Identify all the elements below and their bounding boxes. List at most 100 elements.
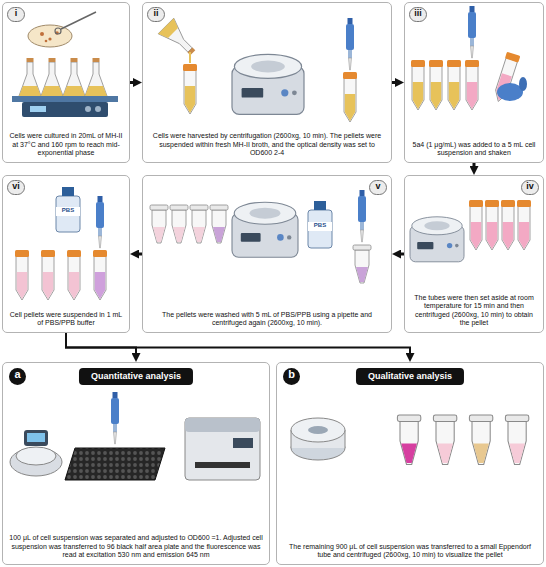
step-description: Cell pellets were suspended in 1 mL of P… bbox=[8, 311, 124, 328]
flow-arrow bbox=[392, 81, 400, 84]
illustration-part bbox=[397, 415, 420, 464]
illustration-part bbox=[232, 202, 298, 257]
illustration-part bbox=[346, 18, 354, 70]
step-description: The pellets were washed with 5 mL of PBS… bbox=[148, 311, 386, 328]
step-panel: iiCells were harvested by centrifugation… bbox=[142, 2, 392, 163]
illustration-part bbox=[210, 205, 228, 243]
analysis-panel: bQualitative analysisThe remaining 900 μ… bbox=[276, 362, 544, 565]
illustration-part bbox=[343, 72, 357, 122]
illustration-part bbox=[505, 415, 528, 464]
step-description: The remaining 900 μL of cell suspension … bbox=[282, 543, 538, 560]
step-number: iv bbox=[521, 180, 539, 195]
illustration-part bbox=[16, 447, 56, 465]
illustration-part bbox=[497, 83, 523, 101]
step-number: iii bbox=[409, 7, 427, 22]
quantitative-scene bbox=[10, 392, 260, 480]
culture-scene bbox=[12, 12, 118, 117]
illustration-part bbox=[41, 58, 63, 96]
illustration-part bbox=[505, 415, 528, 464]
flow-arrow bbox=[66, 333, 136, 358]
incubation-scene bbox=[410, 200, 531, 262]
step-panel: vThe pellets were washed with 5 mL of PB… bbox=[142, 175, 392, 333]
staining-scene bbox=[411, 6, 527, 110]
illustration-part bbox=[96, 196, 104, 248]
illustration-part bbox=[61, 12, 96, 29]
illustration-part bbox=[85, 58, 107, 96]
analysis-panel: a Quantitative analysis 100 μL of cell sus… bbox=[2, 362, 270, 565]
illustration-part bbox=[429, 60, 443, 110]
step-description: Cells were harvested by centrifugation (… bbox=[148, 132, 386, 158]
illustration-part bbox=[95, 106, 101, 112]
illustration-part bbox=[30, 106, 46, 112]
illustration-part bbox=[397, 415, 420, 464]
illustration-part bbox=[27, 433, 45, 442]
illustration-part bbox=[517, 200, 531, 250]
step-panel: ivThe tubes were then set aside at room … bbox=[404, 175, 544, 333]
step-description: Cells were cultured in 20mL of MH-II at … bbox=[8, 132, 124, 158]
analysis-heading: Quantitative analysis bbox=[79, 368, 193, 385]
illustration-part bbox=[63, 58, 85, 96]
illustration-part bbox=[190, 205, 208, 243]
analysis-letter: b bbox=[283, 368, 300, 385]
flow-arrow bbox=[135, 253, 143, 256]
illustration-part bbox=[233, 438, 253, 448]
illustration-part bbox=[183, 64, 197, 114]
illustration-part bbox=[353, 245, 371, 283]
step-panel: viCell pellets were suspended in 1 mL of… bbox=[2, 175, 130, 333]
step-description: 5a4 (1 μg/mL) was added to a 5 mL cell s… bbox=[410, 141, 538, 158]
illustration-part bbox=[170, 205, 188, 243]
illustration-part bbox=[291, 418, 345, 442]
bottle-label: PBS bbox=[56, 207, 80, 216]
illustration-part bbox=[48, 37, 51, 40]
illustration-part bbox=[67, 250, 81, 300]
flow-arrow bbox=[473, 163, 476, 171]
illustration-part bbox=[19, 58, 41, 96]
step-number: i bbox=[7, 7, 25, 22]
flow-arrow bbox=[130, 81, 138, 84]
illustration-part bbox=[433, 415, 456, 464]
illustration-part bbox=[469, 415, 492, 464]
illustration-part bbox=[411, 60, 425, 110]
step-panel: iCells were cultured in 20mL of MH-II at… bbox=[2, 2, 130, 163]
illustration-part bbox=[28, 25, 72, 47]
illustration-part bbox=[41, 250, 55, 300]
illustration-part bbox=[10, 448, 62, 476]
illustration-part bbox=[93, 250, 107, 300]
illustration-part bbox=[469, 415, 492, 464]
step-number: vi bbox=[7, 180, 25, 195]
illustration-part bbox=[519, 77, 527, 91]
step-description: 100 μL of cell suspension was separated … bbox=[8, 534, 264, 560]
illustration-part bbox=[410, 217, 464, 262]
illustration-part bbox=[62, 187, 74, 196]
illustration-part bbox=[189, 52, 191, 63]
illustration-part bbox=[447, 60, 461, 110]
analysis-letter: a bbox=[9, 368, 26, 385]
illustration-part bbox=[111, 392, 119, 444]
illustration-part bbox=[308, 210, 332, 248]
illustration-part bbox=[469, 200, 483, 250]
illustration-part bbox=[22, 102, 108, 117]
step-panel: iii 5a4 (1 μg/mL) was added to a 5 mL cel… bbox=[404, 2, 544, 163]
illustration-part bbox=[501, 200, 515, 250]
illustration-part bbox=[185, 418, 260, 480]
illustration-part bbox=[65, 448, 165, 480]
bottle-label: PBS bbox=[308, 222, 332, 231]
illustration-part bbox=[55, 28, 61, 34]
illustration-part bbox=[232, 202, 298, 257]
illustration-part bbox=[308, 426, 328, 434]
illustration-part bbox=[314, 201, 326, 210]
resuspend-scene bbox=[15, 187, 107, 300]
flow-arrow bbox=[66, 333, 410, 358]
wash-scene bbox=[150, 190, 371, 283]
illustration-part bbox=[485, 200, 499, 250]
illustration-part bbox=[468, 6, 476, 58]
illustration-part bbox=[185, 418, 260, 432]
illustration-part bbox=[195, 462, 250, 468]
qualitative-scene bbox=[291, 415, 529, 464]
illustration-part bbox=[24, 430, 48, 446]
illustration-part bbox=[232, 54, 304, 114]
illustration-part bbox=[15, 250, 29, 300]
